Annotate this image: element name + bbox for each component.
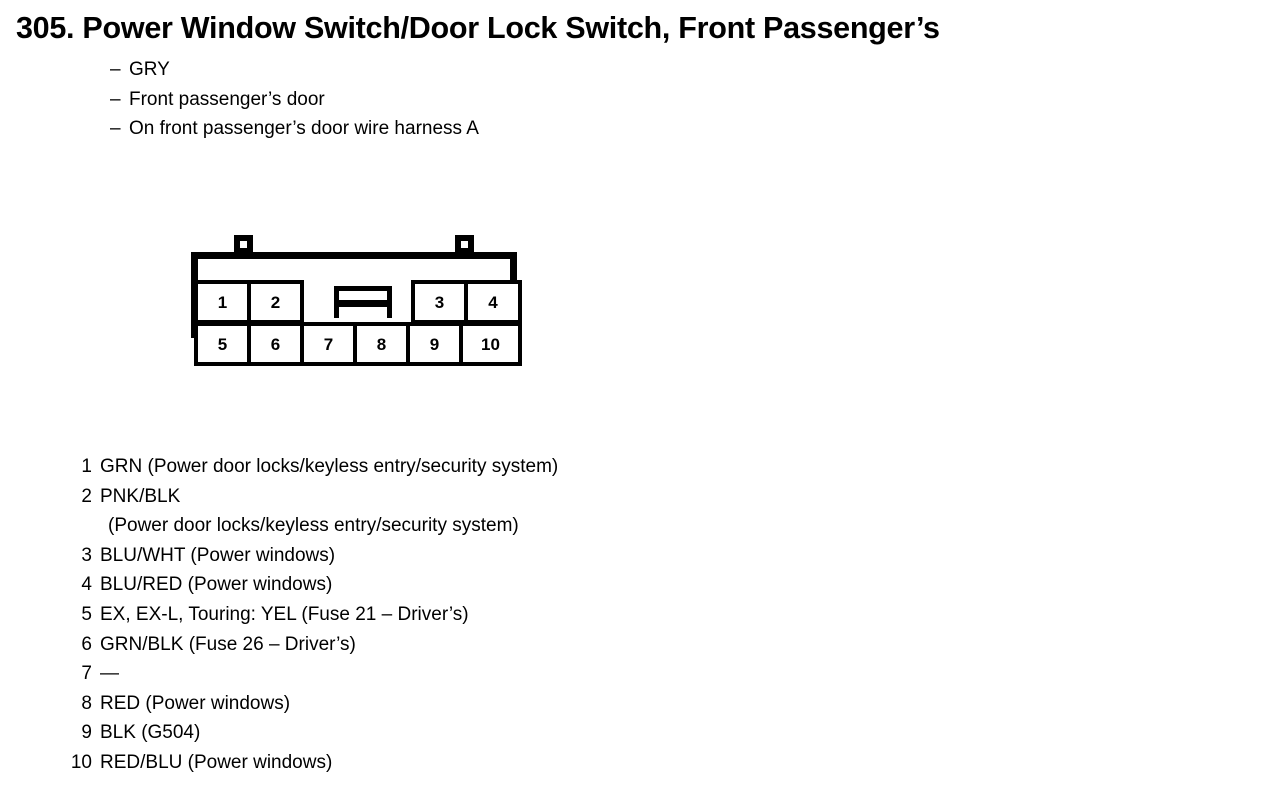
pin-list-item: 2 PNK/BLK (64, 482, 864, 512)
pin-number: 6 (81, 633, 92, 655)
header-block: 305. Power Window Switch/Door Lock Switc… (16, 8, 1256, 48)
mount-tab-top-right (455, 235, 474, 254)
connector-pin-7: 7 (300, 322, 357, 366)
connector-pin-4: 4 (464, 280, 522, 324)
pin-list-item: 7 — (64, 659, 864, 689)
latch-bar (339, 300, 387, 307)
pin-list-item: 9 BLK (G504) (64, 718, 864, 748)
connector-detail-list: – GRY – Front passenger’s door – On fron… (110, 55, 1010, 144)
pin-number: 4 (81, 574, 92, 596)
pin-list-item: 8 RED (Power windows) (64, 689, 864, 719)
pin-description: BLU/WHT (Power windows) (100, 544, 336, 566)
pin-number: 7 (81, 663, 92, 685)
connector-pin-10: 10 (459, 322, 522, 366)
pin-number: 2 (81, 485, 92, 507)
pin-number: 3 (81, 544, 92, 566)
pin-list-item: 6 GRN/BLK (Fuse 26 – Driver’s) (64, 630, 864, 660)
mount-tab-top-left (234, 235, 253, 254)
connector-diagram: 1 2 3 4 5 6 7 8 9 10 (191, 235, 522, 366)
connector-pin-3: 3 (411, 280, 468, 324)
pin-description: GRN/BLK (Fuse 26 – Driver’s) (100, 633, 356, 655)
pin-list-item: 5 EX, EX-L, Touring: YEL (Fuse 21 – Driv… (64, 600, 864, 630)
dash-bullet-icon: – (110, 118, 121, 139)
pin-description: PNK/BLK (100, 485, 181, 507)
connector-latch (334, 286, 392, 318)
pin-description: RED/BLU (Power windows) (100, 751, 333, 773)
detail-item: – On front passenger’s door wire harness… (110, 114, 1010, 144)
pin-list-item: 3 BLU/WHT (Power windows) (64, 541, 864, 571)
pin-description: GRN (Power door locks/keyless entry/secu… (100, 456, 559, 477)
connector-pin-2: 2 (247, 280, 304, 324)
pin-number: 5 (81, 603, 92, 625)
connector-pin-1: 1 (194, 280, 251, 324)
connector-pin-9: 9 (406, 322, 463, 366)
pin-list-item: 4 BLU/RED (Power windows) (64, 570, 864, 600)
pin-list-item: 10 RED/BLU (Power windows) (64, 748, 864, 778)
pin-description: — (100, 663, 119, 685)
pin-description: BLU/RED (Power windows) (100, 574, 333, 596)
connector-pin-8: 8 (353, 322, 410, 366)
pin-description-continued: (Power door locks/keyless entry/security… (108, 515, 519, 537)
pin-number: 10 (70, 751, 92, 773)
detail-item: – GRY (110, 55, 1010, 85)
pin-list-item: 1 GRN (Power door locks/keyless entry/se… (64, 452, 864, 482)
page-title: 305. Power Window Switch/Door Lock Switc… (16, 10, 940, 45)
detail-text: On front passenger’s door wire harness A (129, 118, 479, 139)
connector-body: 1 2 3 4 5 6 7 8 9 10 (191, 252, 522, 366)
pin-description: EX, EX-L, Touring: YEL (Fuse 21 – Driver… (100, 603, 469, 625)
pin-assignment-list: 1 GRN (Power door locks/keyless entry/se… (64, 452, 864, 778)
detail-item: – Front passenger’s door (110, 85, 1010, 115)
pin-number: 9 (81, 722, 92, 744)
pin-number: 1 (81, 456, 92, 477)
pin-description: RED (Power windows) (100, 692, 291, 714)
dash-bullet-icon: – (110, 88, 121, 110)
connector-pin-6: 6 (247, 322, 304, 366)
pin-description: BLK (G504) (100, 722, 201, 744)
pin-number: 8 (81, 692, 92, 714)
dash-bullet-icon: – (110, 59, 121, 80)
connector-pin-5: 5 (194, 322, 251, 366)
detail-text: Front passenger’s door (129, 88, 325, 110)
detail-text: GRY (129, 59, 170, 80)
